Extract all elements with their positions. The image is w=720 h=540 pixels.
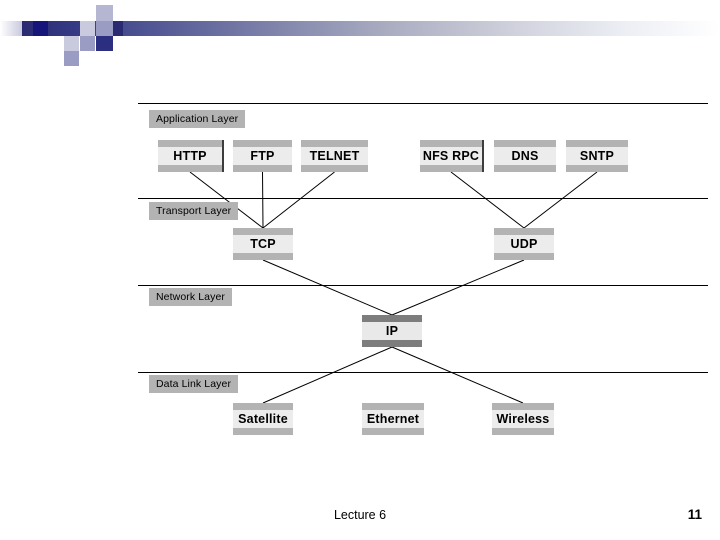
layer-rule-network (138, 285, 708, 286)
connector-nfs-rpc-to-udp (450, 171, 525, 229)
connector-udp-to-ip (391, 259, 525, 316)
connector-ip-to-wireless (391, 346, 524, 404)
layer-rule-transport (138, 198, 708, 199)
protocol-box-http[interactable]: HTTP (158, 140, 224, 172)
header-square-mid-2 (80, 36, 95, 51)
connector-telnet-to-tcp (262, 171, 335, 229)
header-square-mid-3 (96, 21, 113, 36)
layer-rule-application (138, 103, 708, 104)
header-square-fade (0, 21, 22, 36)
footer-lecture-note: Lecture 6 (333, 508, 387, 522)
protocol-box-udp[interactable]: UDP (494, 228, 554, 260)
page-number: 11 (687, 507, 702, 522)
connector-tcp-to-ip (262, 259, 393, 316)
protocol-box-satellite[interactable]: Satellite (233, 403, 293, 435)
protocol-box-nfs-rpc[interactable]: NFS RPC (420, 140, 484, 172)
slide-header-decoration (0, 0, 720, 66)
protocol-box-wireless[interactable]: Wireless (492, 403, 554, 435)
layer-tag-transport: Transport Layer (149, 202, 239, 220)
layer-rule-datalink (138, 372, 708, 373)
connector-ip-to-satellite (262, 346, 393, 404)
layer-tag-application: Application Layer (149, 110, 246, 128)
header-square-light-2 (80, 21, 95, 36)
header-square-mid-1 (64, 51, 79, 66)
protocol-box-ftp[interactable]: FTP (233, 140, 292, 172)
header-square-dark-2 (113, 21, 123, 36)
connector-ftp-to-tcp (262, 171, 264, 229)
connector-sntp-to-udp (523, 171, 598, 229)
header-square-light-3 (96, 5, 113, 21)
header-square-light-1 (64, 36, 79, 51)
protocol-box-sntp[interactable]: SNTP (566, 140, 628, 172)
layer-tag-network: Network Layer (149, 288, 232, 306)
connector-lines (189, 171, 598, 404)
header-square-dark-1 (96, 36, 113, 51)
protocol-box-dns[interactable]: DNS (494, 140, 556, 172)
layer-tag-datalink: Data Link Layer (149, 375, 239, 393)
header-square-white (33, 36, 48, 51)
protocol-box-ip[interactable]: IP (362, 315, 422, 347)
connector-http-to-tcp (189, 171, 264, 229)
protocol-box-tcp[interactable]: TCP (233, 228, 293, 260)
protocol-box-telnet[interactable]: TELNET (301, 140, 368, 172)
protocol-box-ethernet[interactable]: Ethernet (362, 403, 424, 435)
header-gradient-bar (22, 21, 720, 36)
header-square-navy (33, 21, 48, 36)
